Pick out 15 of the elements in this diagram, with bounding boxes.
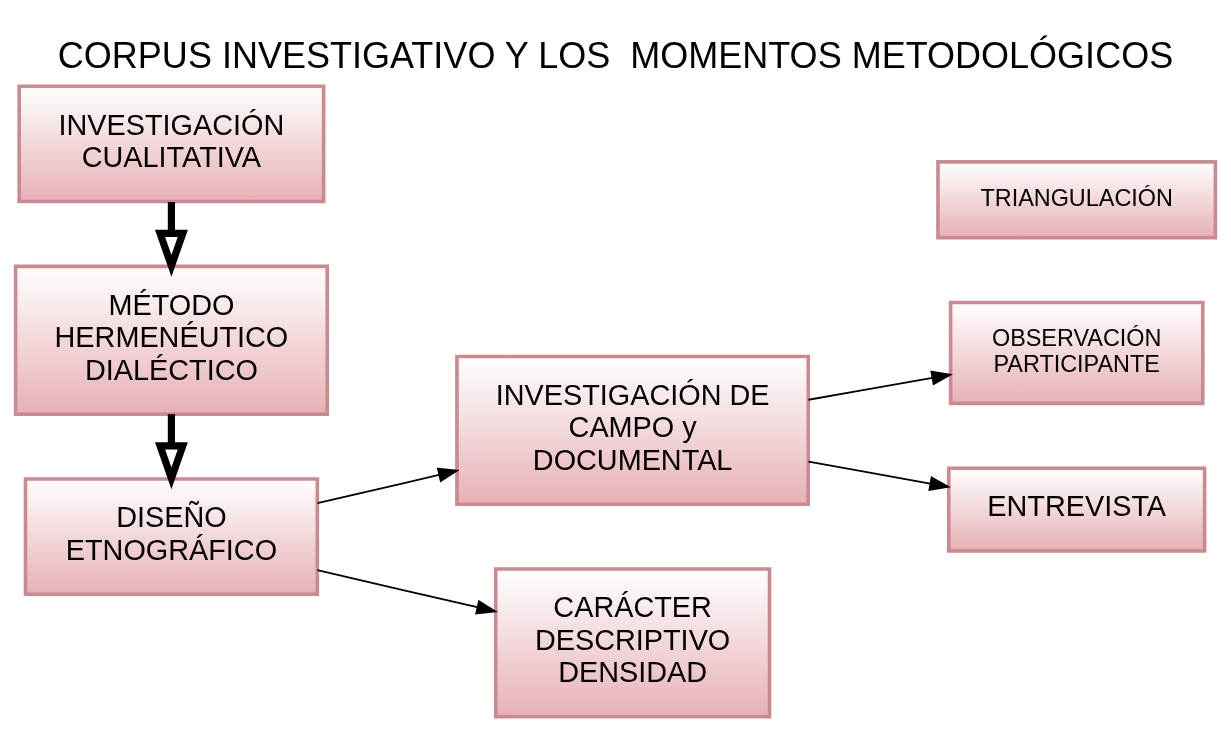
arrow xyxy=(316,467,460,505)
node-box: DISEÑO ETNOGRÁFICO xyxy=(23,477,320,597)
node-box: TRIANGULACIÓN xyxy=(936,160,1218,240)
node-box: ENTREVISTA xyxy=(947,466,1207,553)
arrow xyxy=(316,569,498,615)
arrow xyxy=(807,370,953,401)
arrow xyxy=(155,202,188,277)
arrow xyxy=(155,414,188,490)
node-box: INVESTIGACIÓN DE CAMPO y DOCUMENTAL xyxy=(455,354,811,506)
node-box: MÉTODO HERMENÉUTICO DIALÉCTICO xyxy=(13,264,330,416)
node-box: INVESTIGACIÓN CUALITATIVA xyxy=(17,84,326,204)
node-box: CARÁCTER DESCRIPTIVO DENSIDAD xyxy=(493,567,772,719)
node-box: OBSERVACIÓN PARTICIPANTE xyxy=(948,300,1205,406)
diagram-title: CORPUS INVESTIGATIVO Y LOS MOMENTOS METODOLÓGICOS xyxy=(57,35,1174,77)
arrow xyxy=(807,460,951,491)
